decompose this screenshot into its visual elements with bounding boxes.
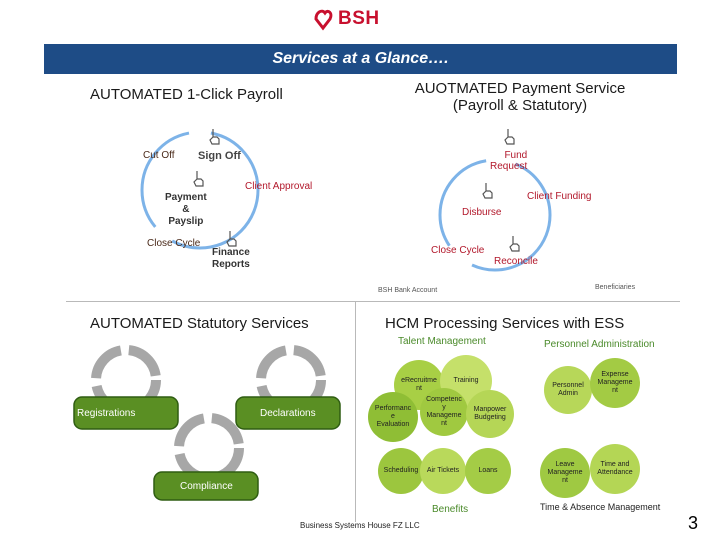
hand-pointer-icon (504, 129, 515, 145)
statutory-heading: AUTOMATED Statutory Services (90, 315, 309, 332)
air-tickets-circle: Air Tickets (420, 448, 466, 494)
logo-text: BSH (338, 8, 380, 29)
payroll-heading: AUTOMATED 1-Click Payroll (90, 86, 283, 103)
compliance-label: Compliance (180, 481, 233, 492)
performance-circle: Performanc e Evaluation (368, 392, 418, 442)
time-absence-management-label: Time & Absence Management (540, 502, 661, 512)
payment-payslip-label: Payment & Payslip (165, 192, 207, 227)
scheduling-circle: Scheduling (378, 448, 424, 494)
disburse-label: Disburse (462, 207, 502, 218)
loans-circle: Loans (465, 448, 511, 494)
statutory-cycle-diagram (73, 345, 341, 501)
hand-pointer-icon (193, 171, 204, 187)
expense-management-circle: Expense Manageme nt (590, 358, 640, 408)
page-number: 3 (687, 513, 698, 533)
hand-pointer-icon (226, 231, 237, 247)
payment-cycle-diagram (438, 158, 552, 272)
talent-management-label: Talent Management (398, 336, 486, 347)
registrations-cycle-icon (91, 345, 161, 415)
declarations-cycle-icon (256, 345, 326, 415)
bsh-logo: BSH (312, 6, 380, 32)
payment-heading: AUOTMATED Payment Service (Payroll & Sta… (414, 80, 626, 114)
hcm-heading: HCM Processing Services with ESS (385, 315, 625, 332)
hand-pointer-icon (509, 236, 520, 252)
section-divider-vertical (355, 302, 356, 522)
reconcile-label: Reconcile (494, 256, 538, 267)
manpower-circle: Manpower Budgeting (466, 390, 514, 438)
registrations-label: Registrations (77, 408, 136, 419)
hand-pointer-icon (209, 129, 220, 145)
time-attendance-circle: Time and Attendance (590, 444, 640, 494)
benefits-label: Benefits (432, 504, 469, 515)
personnel-admin-circle: Personnel Admin (544, 366, 592, 414)
competency-circle: Competenc y Manageme nt (420, 388, 468, 436)
payroll-cycle-diagram (140, 130, 260, 250)
cut-off-label: Cut Off (143, 150, 175, 161)
bsh-bank-account-label: BSH Bank Account (378, 287, 438, 294)
personnel-administration-label: Personnel Administration (544, 339, 655, 350)
close-cycle-payment-label: Close Cycle (431, 245, 485, 256)
sign-off-label: Sign Off (198, 150, 241, 162)
declarations-label: Declarations (260, 408, 316, 419)
fund-request-label: Fund Request (490, 150, 528, 172)
bsh-logo-mark-icon (314, 9, 333, 31)
client-funding-label: Client Funding (527, 191, 592, 202)
leave-management-circle: Leave Manageme nt (540, 448, 590, 498)
section-divider-horizontal (66, 301, 680, 302)
close-cycle-label: Close Cycle (147, 238, 201, 249)
client-approval-label: Client Approval (245, 181, 313, 192)
beneficiaries-label: Beneficiaries (595, 284, 636, 291)
footer-company: Business Systems House FZ LLC (300, 521, 420, 530)
finance-reports-label: Finance Reports (212, 247, 250, 270)
title-bar: Services at a Glance…. (44, 44, 677, 74)
compliance-cycle-icon (174, 413, 244, 483)
hand-pointer-icon (482, 183, 493, 199)
